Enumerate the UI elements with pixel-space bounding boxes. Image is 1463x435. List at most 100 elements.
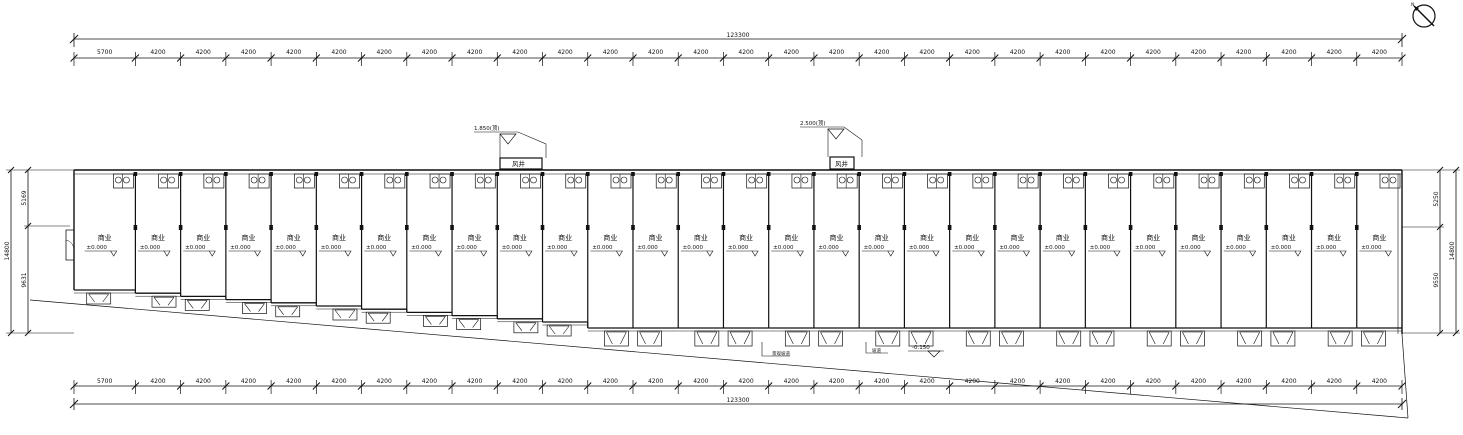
bay-dim-top-label: 4200 bbox=[241, 49, 256, 56]
bay-dim-top-tick-mark bbox=[1036, 54, 1044, 62]
toilet-icon bbox=[748, 176, 755, 184]
door-right bbox=[1192, 331, 1203, 345]
bay-dim-bottom-tick-mark bbox=[1398, 382, 1406, 390]
door-right bbox=[797, 331, 808, 345]
door-left bbox=[1363, 331, 1374, 345]
room-label: 商业 bbox=[1327, 233, 1341, 242]
entry-porch bbox=[604, 330, 629, 347]
bay-dim-top-tick-mark bbox=[493, 54, 502, 62]
bay-dim-top-tick-mark bbox=[855, 54, 864, 62]
bay-dim-bottom-tick-mark bbox=[357, 382, 366, 390]
right-lower-dimension: 9550 bbox=[1433, 272, 1440, 287]
overall-dimension-top: 123300 bbox=[69, 32, 1407, 47]
column bbox=[766, 225, 771, 230]
air-shaft-1-label: 风井 bbox=[512, 159, 526, 168]
bay-dim-bottom-tick-mark bbox=[583, 382, 592, 390]
bay-dim-bottom-tick-mark bbox=[267, 382, 275, 390]
toilet-icon bbox=[1291, 176, 1298, 184]
bay-dim-top-label: 4200 bbox=[919, 49, 934, 56]
bay-dim-top-label: 4200 bbox=[150, 49, 165, 56]
bay-dim-top-tick-mark bbox=[312, 54, 321, 62]
door-left bbox=[1001, 331, 1012, 345]
entry-porch bbox=[86, 292, 112, 305]
bay-dim-bottom-tick-mark bbox=[900, 382, 909, 390]
toilet-icon bbox=[929, 176, 936, 184]
bay-dim-top-tick-mark bbox=[1352, 54, 1361, 62]
column bbox=[1219, 172, 1223, 176]
bay-dim-bottom-label: 4200 bbox=[874, 378, 889, 385]
bay-dim-top-tick-mark bbox=[719, 54, 728, 62]
north-arrow-label: N bbox=[1411, 2, 1414, 8]
entry-porch bbox=[1361, 330, 1386, 347]
room-elevation: ±0.000 bbox=[1316, 245, 1337, 251]
door-right bbox=[1373, 331, 1384, 345]
column bbox=[1174, 225, 1178, 230]
bay-dim-top-tick-mark bbox=[70, 54, 78, 62]
sink-icon bbox=[846, 176, 854, 184]
column bbox=[495, 172, 500, 176]
door-right bbox=[1101, 331, 1113, 345]
room-label: 商业 bbox=[513, 233, 527, 242]
elevation-marker-icon bbox=[932, 250, 940, 257]
bay-dim-bottom-label: 4200 bbox=[557, 378, 572, 385]
wc-fixture bbox=[203, 173, 225, 189]
bay-dim-top-tick-mark bbox=[402, 54, 411, 62]
bay-dim-bottom-label: 4200 bbox=[1010, 378, 1025, 385]
bay-dim-bottom-label: 4200 bbox=[1055, 378, 1070, 385]
wc-fixture bbox=[836, 173, 858, 189]
door-right bbox=[616, 331, 627, 345]
wc-fixture bbox=[1334, 173, 1356, 189]
bay-dim-top-label: 4200 bbox=[1010, 49, 1025, 56]
room-label: 商业 bbox=[377, 233, 391, 242]
toilet-icon bbox=[386, 176, 394, 184]
door-left bbox=[88, 293, 99, 303]
column bbox=[224, 225, 228, 230]
room-label: 商业 bbox=[965, 233, 979, 242]
bay-dim-top-tick-mark bbox=[583, 54, 592, 62]
column bbox=[133, 225, 138, 230]
bay-dim-top-label: 4200 bbox=[1327, 49, 1342, 56]
sink-icon bbox=[168, 176, 175, 184]
room-elevation: ±0.000 bbox=[1225, 245, 1246, 251]
bay-dim-bottom-tick-mark bbox=[1081, 382, 1090, 390]
room-elevation: ±0.000 bbox=[818, 245, 839, 251]
elevation-marker-icon bbox=[1339, 250, 1347, 257]
column bbox=[1309, 172, 1314, 176]
bay-dim-bottom-tick-mark bbox=[1126, 382, 1135, 390]
bay-dim-bottom-label: 4200 bbox=[919, 378, 934, 385]
column bbox=[1264, 172, 1269, 176]
room-label: 商业 bbox=[1237, 233, 1251, 242]
entry-porch bbox=[365, 311, 391, 324]
bay-dim-bottom-label: 4200 bbox=[150, 378, 165, 385]
bay-dim-top-label: 4200 bbox=[1100, 49, 1115, 56]
sink-icon bbox=[349, 176, 356, 184]
bay-dim-bottom-label: 4200 bbox=[196, 378, 211, 385]
column bbox=[1219, 225, 1223, 230]
toilet-icon bbox=[1336, 176, 1344, 184]
column bbox=[1174, 172, 1178, 176]
room-label: 商业 bbox=[1191, 233, 1205, 242]
elevation-marker-icon bbox=[1294, 250, 1302, 257]
door-left bbox=[515, 322, 526, 331]
door-right bbox=[197, 300, 208, 309]
column bbox=[269, 172, 273, 176]
bay-dim-top-tick-mark bbox=[945, 54, 954, 62]
bay-dim-bottom-label: 4200 bbox=[241, 378, 256, 385]
toilet-icon bbox=[1110, 176, 1117, 184]
column bbox=[676, 172, 681, 176]
bay-dim-top-label: 4200 bbox=[557, 49, 572, 56]
left-total-dimension: 14800 bbox=[4, 241, 11, 260]
room-elevation: ±0.000 bbox=[456, 245, 477, 251]
wc-fixture bbox=[1198, 173, 1220, 189]
toilet-icon bbox=[793, 176, 801, 184]
column bbox=[495, 225, 500, 230]
room-elevation: ±0.000 bbox=[230, 245, 251, 251]
column bbox=[178, 225, 183, 230]
column bbox=[1083, 172, 1088, 176]
bay-dim-top-label: 4200 bbox=[603, 49, 618, 56]
door-right bbox=[468, 319, 479, 328]
bay-dim-bottom-label: 5700 bbox=[97, 378, 112, 385]
